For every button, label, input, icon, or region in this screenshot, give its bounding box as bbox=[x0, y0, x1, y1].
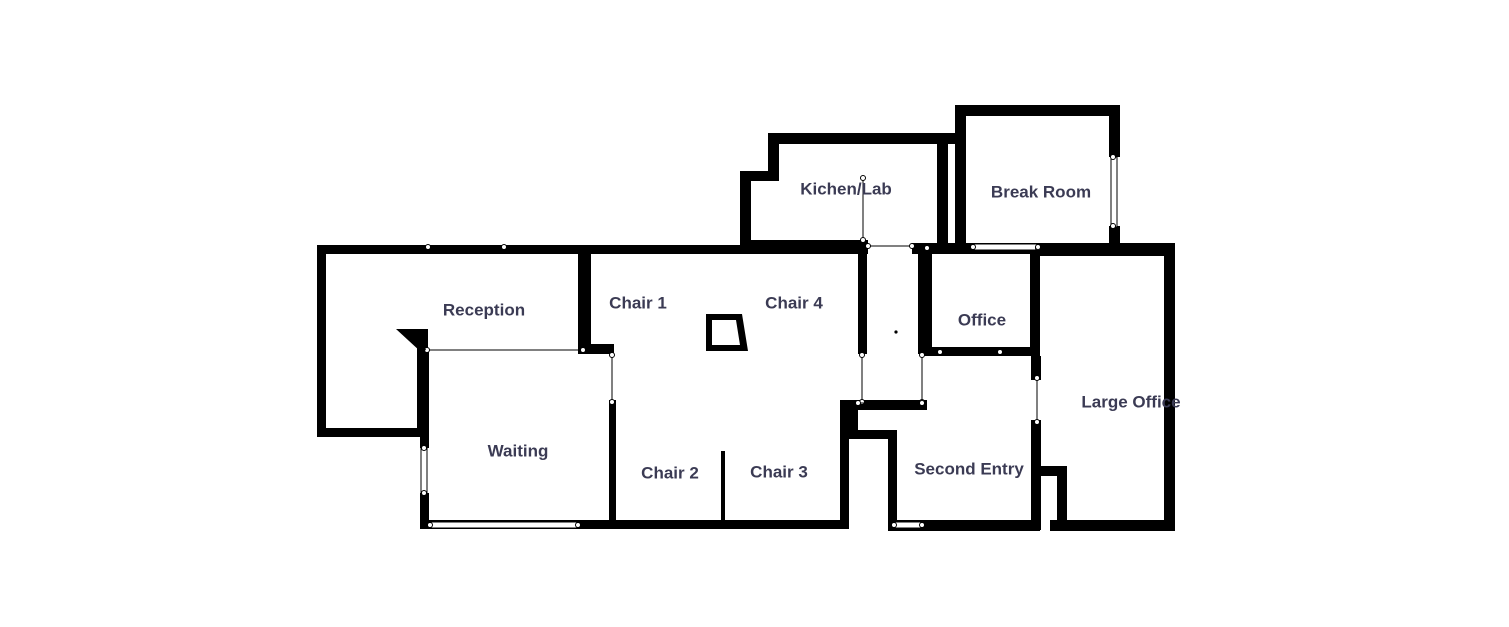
room-label-kitchen-lab: Kichen/Lab bbox=[800, 179, 892, 198]
room-label-chair4: Chair 4 bbox=[765, 293, 823, 312]
wall-corridor-south-stub bbox=[849, 400, 927, 410]
node-dot bbox=[1110, 154, 1116, 160]
node-dot bbox=[860, 237, 866, 243]
node-dot bbox=[919, 400, 925, 406]
node-dot bbox=[919, 352, 925, 358]
break-room-east-window bbox=[1110, 156, 1118, 228]
wall-kitchen-step bbox=[740, 171, 779, 181]
wall-corridor-step-west bbox=[849, 400, 858, 438]
wall-kitchen-north bbox=[768, 133, 958, 144]
doorway-group bbox=[421, 154, 1116, 528]
node-dot bbox=[997, 349, 1003, 355]
node-dot bbox=[421, 445, 427, 451]
room-label-large-office: Large Office bbox=[1081, 392, 1180, 411]
wall-reception-chair1-divider bbox=[578, 248, 591, 353]
node-dot bbox=[501, 244, 507, 250]
wall-breakroom-east-lower bbox=[1109, 226, 1120, 248]
node-dot bbox=[1035, 244, 1041, 250]
node-dot bbox=[924, 245, 930, 251]
wall-chair-east-lower bbox=[840, 400, 849, 529]
wall-largeoffice-west-lower bbox=[1031, 420, 1041, 472]
wall-group bbox=[317, 105, 1175, 531]
wall-largeoffice-south bbox=[1050, 520, 1175, 531]
wall-kitchen-east bbox=[937, 144, 948, 245]
wall-chair-north bbox=[584, 245, 740, 254]
reception-door-swing-icon bbox=[396, 329, 428, 352]
waiting-west-window bbox=[420, 447, 428, 495]
wall-kitchen-west-lower bbox=[740, 171, 751, 247]
wall-chair2-chair3-divider bbox=[721, 451, 725, 521]
node-dot bbox=[1110, 223, 1116, 229]
node-dot bbox=[425, 244, 431, 250]
fixture-group bbox=[396, 314, 898, 352]
node-dot bbox=[609, 399, 615, 405]
node-dot bbox=[919, 522, 925, 528]
wall-second-entry-east bbox=[1031, 466, 1041, 530]
wall-corridor-west bbox=[858, 248, 867, 354]
node-dot bbox=[865, 243, 871, 249]
wall-largeoffice-notch-east bbox=[1057, 466, 1067, 530]
node-dot bbox=[855, 400, 861, 406]
wall-second-entry-south bbox=[888, 520, 1040, 531]
wall-chair-north-thick bbox=[740, 240, 868, 254]
node-dot bbox=[609, 352, 615, 358]
wall-breakroom-east-upper bbox=[1109, 105, 1120, 157]
node-dot bbox=[427, 522, 433, 528]
wall-waiting-west-lower bbox=[420, 493, 429, 529]
node-dot bbox=[580, 347, 586, 353]
node-dot bbox=[575, 522, 581, 528]
wall-breakroom-west bbox=[955, 105, 966, 245]
node-dot bbox=[860, 175, 866, 181]
room-label-waiting: Waiting bbox=[488, 441, 549, 460]
wall-second-entry-west bbox=[888, 430, 897, 525]
wall-largeoffice-north bbox=[1036, 245, 1175, 256]
second-entry-south-door bbox=[893, 521, 923, 529]
room-label-office: Office bbox=[958, 310, 1006, 329]
node-dot bbox=[909, 243, 915, 249]
wall-kitchen-west-upper bbox=[768, 133, 779, 173]
node-dot bbox=[937, 349, 943, 355]
wall-waiting-west-upper bbox=[420, 350, 429, 448]
wall-reception-north bbox=[317, 245, 584, 254]
node-dot bbox=[970, 244, 976, 250]
corridor-marker-dot bbox=[894, 330, 898, 334]
wall-reception-south bbox=[317, 428, 427, 437]
wall-reception-west bbox=[317, 245, 326, 437]
node-dot bbox=[859, 352, 865, 358]
wall-largeoffice-west-upper bbox=[1031, 356, 1041, 380]
room-label-break-room: Break Room bbox=[991, 182, 1091, 201]
wall-largeoffice-notch-top bbox=[1031, 466, 1067, 476]
wall-breakroom-north bbox=[955, 105, 1120, 116]
room-label-chair2: Chair 2 bbox=[641, 463, 699, 482]
room-label-chair3: Chair 3 bbox=[750, 462, 808, 481]
room-label-group: Reception Waiting Chair 1 Chair 4 Chair … bbox=[443, 179, 1181, 482]
room-label-second-entry: Second Entry bbox=[914, 459, 1024, 478]
wall-office-east bbox=[1030, 248, 1040, 354]
node-dot bbox=[1034, 419, 1040, 425]
node-dot bbox=[421, 490, 427, 496]
room-label-chair1: Chair 1 bbox=[609, 293, 667, 312]
room-label-reception: Reception bbox=[443, 300, 525, 319]
central-island-fixture bbox=[706, 314, 748, 351]
node-dot bbox=[891, 522, 897, 528]
wall-waiting-chair-divider bbox=[609, 400, 616, 529]
node-dot bbox=[1034, 375, 1040, 381]
wall-corridor-step-south bbox=[849, 430, 896, 439]
wall-office-west bbox=[922, 248, 932, 354]
waiting-south-window bbox=[429, 521, 579, 529]
wall-largeoffice-east bbox=[1164, 245, 1175, 531]
wall-chair-south bbox=[616, 520, 849, 529]
break-room-south-window bbox=[972, 243, 1039, 251]
wall-reception-waiting-stub bbox=[578, 344, 614, 354]
